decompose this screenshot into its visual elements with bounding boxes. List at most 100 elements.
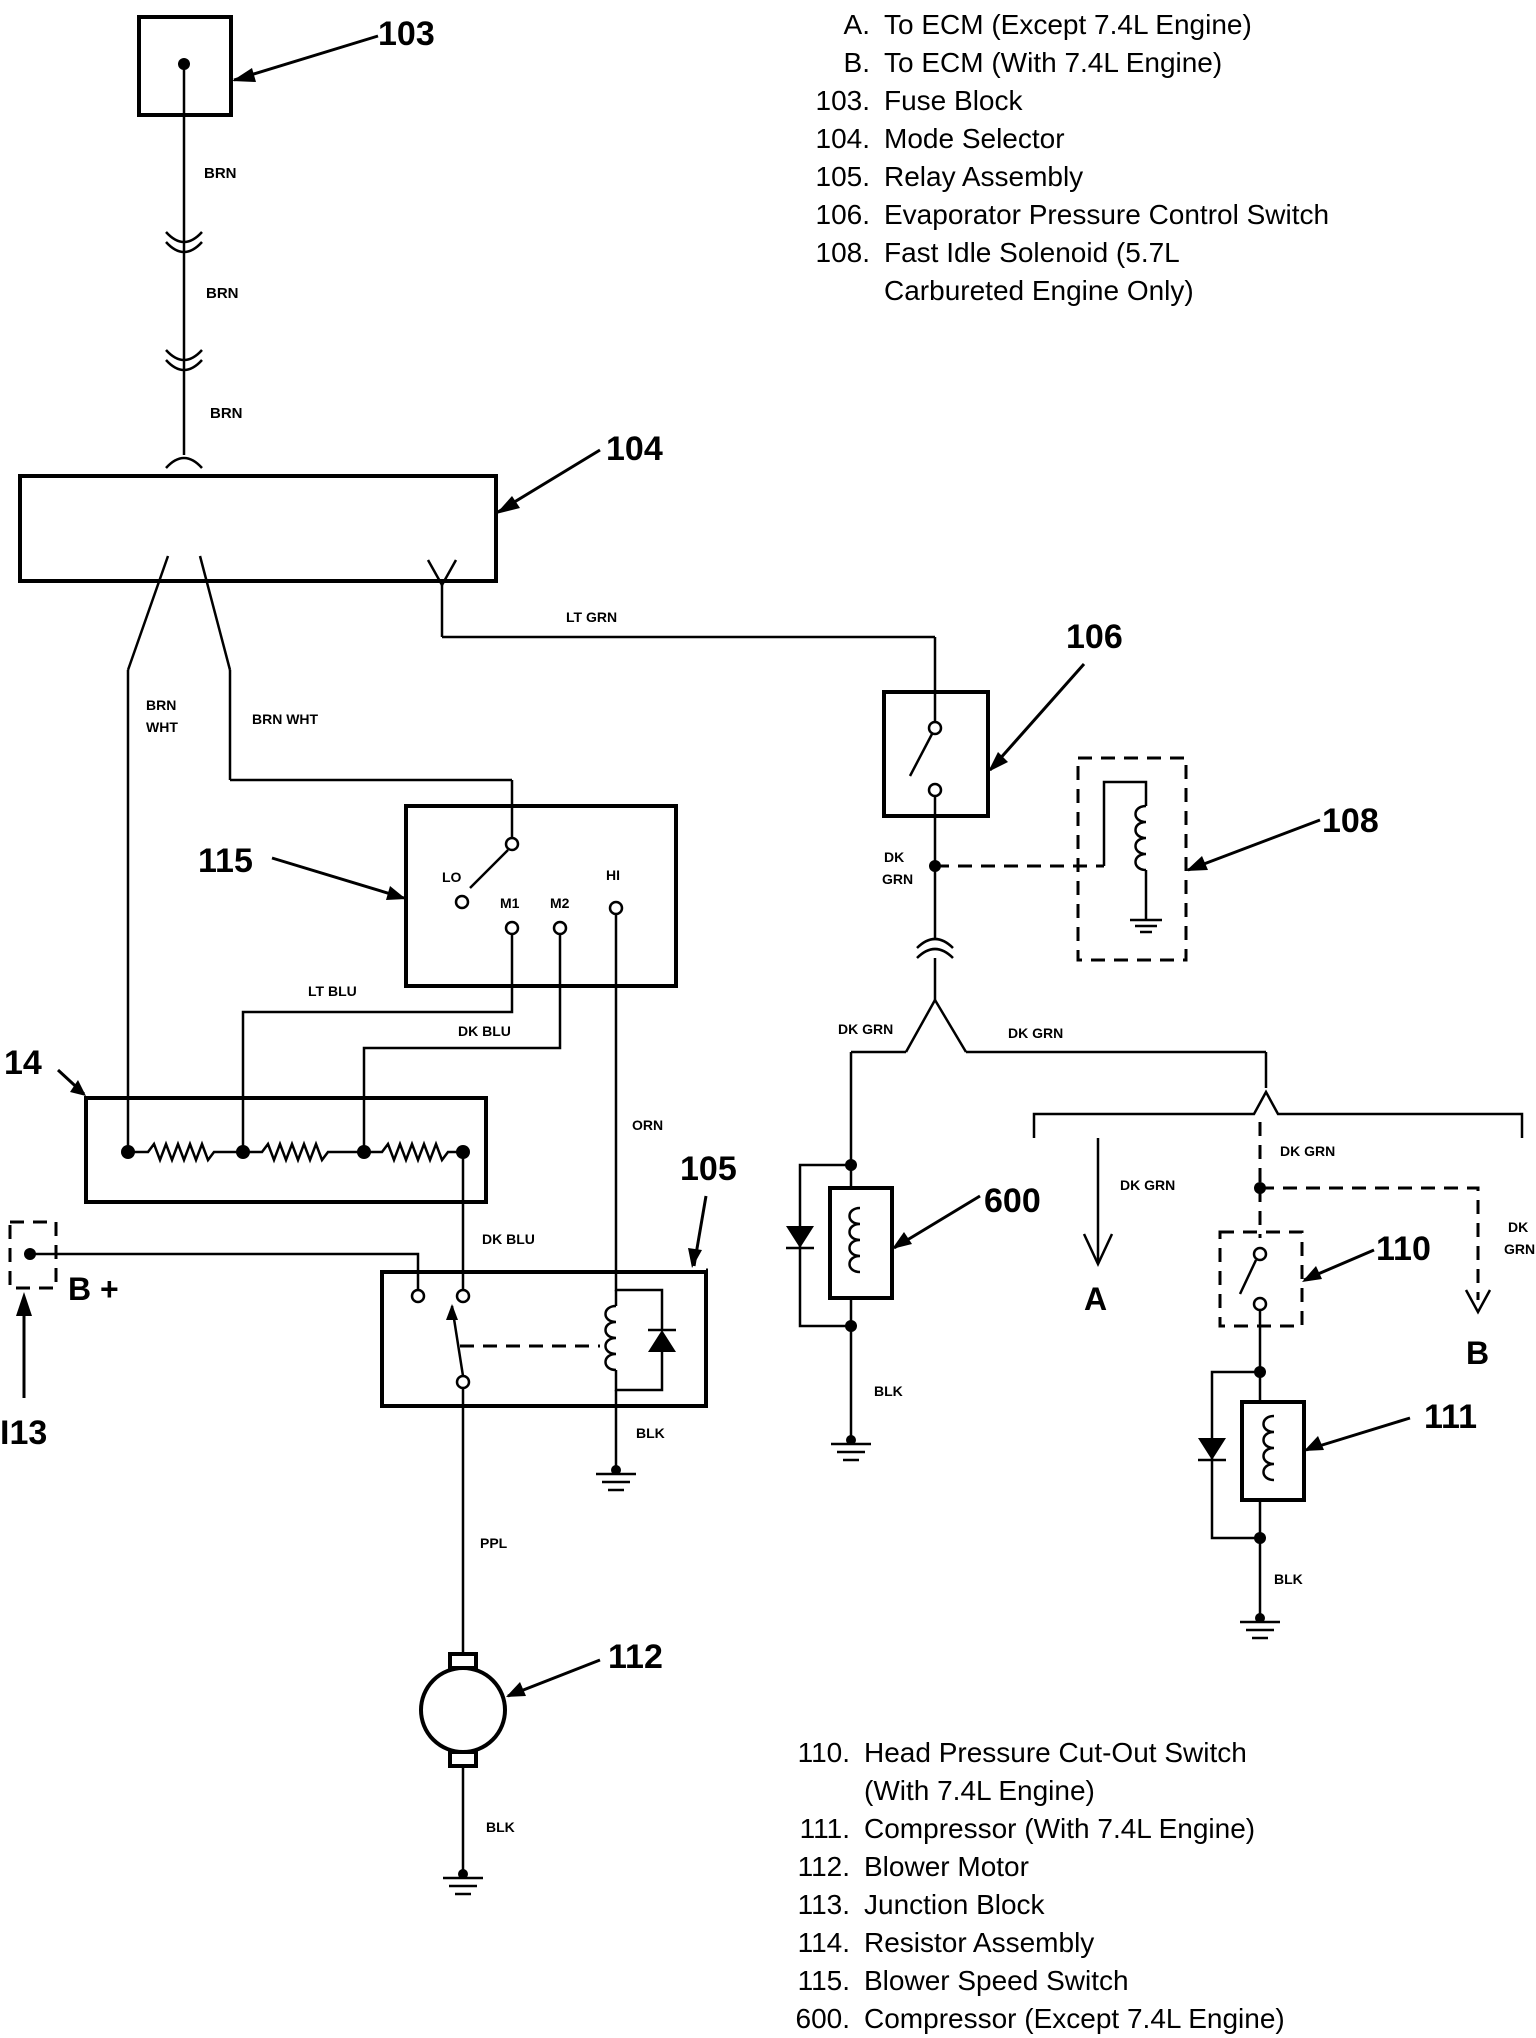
wire-label-blk-600: BLK <box>874 1383 903 1399</box>
ground-symbol <box>1240 1613 1280 1640</box>
legend-item: (With 7.4L Engine) <box>776 1772 1285 1810</box>
wire-label-dk: DK <box>884 849 904 865</box>
legend-item: 111.Compressor (With 7.4L Engine) <box>776 1810 1285 1848</box>
arrowhead <box>1302 1266 1322 1282</box>
terminal-label-lo: LO <box>442 869 462 885</box>
legend-text: Evaporator Pressure Control Switch <box>884 199 1330 230</box>
diode-loop <box>1210 1370 1260 1540</box>
resistor-assembly-114 <box>84 1096 488 1204</box>
legend-text: To ECM (Except 7.4L Engine) <box>884 9 1252 40</box>
ground-symbol <box>831 1435 871 1462</box>
legend-item: 112. Blower Motor <box>776 1848 1285 1886</box>
legend-number: 103. <box>815 85 871 116</box>
resistor-terminal <box>121 1145 135 1159</box>
arrowhead <box>16 1292 32 1316</box>
legend-number: 110. <box>797 1737 850 1768</box>
relay-coil <box>604 1304 617 1372</box>
wire-label-lt-blu: LT BLU <box>308 983 357 999</box>
callout-110: 110 <box>1376 1230 1431 1268</box>
terminal-label-hi: HI <box>606 867 620 883</box>
callout-113: I13 <box>0 1414 47 1452</box>
legend-number <box>796 272 884 310</box>
legend-number: 106. <box>815 199 871 230</box>
arrowhead <box>892 1232 912 1249</box>
relay-coil-wire <box>614 1352 664 1392</box>
connector-4 <box>916 937 954 959</box>
wire-label-brn: BRN <box>146 697 176 713</box>
legend-number <box>776 1772 864 1810</box>
wire-label-orn: ORN <box>632 1117 663 1133</box>
legend-text: Mode Selector <box>884 123 1065 154</box>
wire-label-wht: WHT <box>146 719 178 735</box>
wire-label-grn: GRN <box>1504 1241 1535 1257</box>
wire-label-brn-1: BRN <box>204 165 237 182</box>
resistor-terminal <box>357 1145 371 1159</box>
connector-2 <box>165 349 203 372</box>
m1-terminal <box>504 920 520 936</box>
callout-leader-103 <box>233 34 379 82</box>
relay-diode <box>648 1330 676 1352</box>
wire-label-dk-blu: DK BLU <box>458 1023 511 1039</box>
arrowhead <box>688 1248 702 1268</box>
connector-1 <box>165 231 203 254</box>
wire-label-brn-wht: BRN WHT <box>252 711 319 727</box>
dk-blu-wire <box>362 934 562 1148</box>
legend-item: 108.Fast Idle Solenoid (5.7L <box>796 234 1329 272</box>
terminal-label-m2: M2 <box>550 895 570 911</box>
switch-contact <box>927 782 943 798</box>
wire-label-lt-grn: LT GRN <box>566 609 617 625</box>
legend-item: 600.Compressor (Except 7.4L Engine) <box>776 2000 1285 2038</box>
y-split <box>904 999 968 1053</box>
wire-label-dk-grn-110: DK GRN <box>1280 1143 1335 1159</box>
wire-label-ppl: PPL <box>480 1535 508 1551</box>
resistor-coils <box>128 1140 463 1164</box>
brn-wht-wire <box>198 555 232 671</box>
wire-label-grn: GRN <box>882 871 913 887</box>
resistor-terminal <box>236 1145 250 1159</box>
callout-leader-108 <box>1187 818 1321 872</box>
relay-blade-arrow <box>446 1304 458 1320</box>
ground-symbol <box>596 1465 636 1492</box>
callout-600: 600 <box>984 1182 1041 1220</box>
legend-number: 112. <box>797 1851 850 1882</box>
compressor-coil <box>848 1206 861 1274</box>
legend-text: Blower Motor <box>864 1851 1029 1882</box>
legend-top: A.To ECM (Except 7.4L Engine)B.To ECM (W… <box>796 6 1330 310</box>
callout-105: 105 <box>680 1150 737 1188</box>
legend-item: 103.Fuse Block <box>796 82 1329 120</box>
solenoid-coil <box>1134 804 1147 872</box>
callout-104: 104 <box>606 430 663 468</box>
wire-label-blk-111: BLK <box>1274 1571 1303 1587</box>
arrowhead <box>1304 1436 1324 1451</box>
marker-a: A <box>1084 1281 1107 1317</box>
switch-contact <box>927 720 943 736</box>
wire-label-brn-3: BRN <box>210 405 243 422</box>
wire-label-blk-relay: BLK <box>636 1425 665 1441</box>
legend-number: 600. <box>795 2003 851 2034</box>
legend-number: 113. <box>797 1889 850 1920</box>
legend-number: A. <box>843 9 870 40</box>
wire-label-dk-grn-a: DK GRN <box>1120 1177 1175 1193</box>
wire-label-dk-grn-right: DK GRN <box>1008 1025 1063 1041</box>
legend-text: Carbureted Engine Only) <box>884 275 1194 306</box>
callout-115: 115 <box>198 842 253 880</box>
connector-3 <box>165 456 203 469</box>
wire-label-dk-blu-relay: DK BLU <box>482 1231 535 1247</box>
arrowhead <box>988 752 1008 772</box>
legend-number: 111. <box>799 1813 850 1844</box>
legend-number: 105. <box>815 161 871 192</box>
m2-terminal <box>552 920 568 936</box>
callout-leader-115 <box>271 856 405 900</box>
diode-symbol <box>786 1226 814 1248</box>
terminal-label-m1: M1 <box>500 895 520 911</box>
ground-symbol <box>443 1869 483 1896</box>
legend-text: (With 7.4L Engine) <box>864 1775 1095 1806</box>
dashed-wire-b <box>1260 1186 1480 1300</box>
compressor-600 <box>828 1186 894 1300</box>
lo-terminal <box>454 894 470 910</box>
legend-number: 104. <box>815 123 871 154</box>
wire-label-brn-2: BRN <box>206 285 239 302</box>
legend-bottom: 110.Head Pressure Cut-Out Switch(With 7.… <box>776 1734 1285 2038</box>
legend-text: Blower Speed Switch <box>864 1965 1129 1996</box>
